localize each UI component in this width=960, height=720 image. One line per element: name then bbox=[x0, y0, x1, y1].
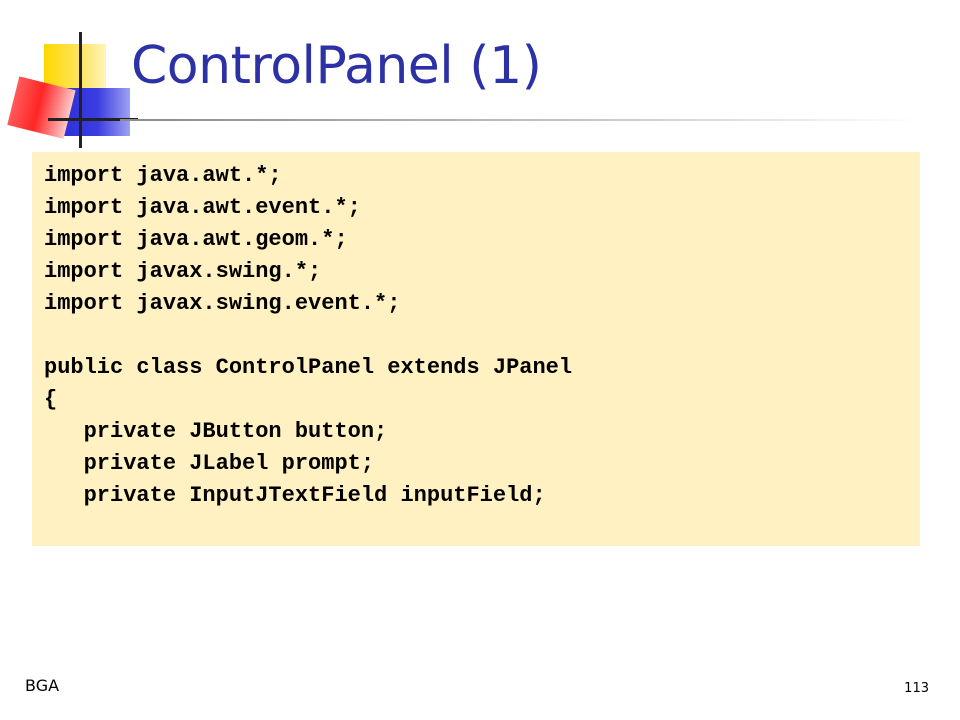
code-block: import java.awt.*; import java.awt.event… bbox=[32, 152, 920, 546]
logo-vertical-line bbox=[79, 32, 82, 148]
code-line: import java.awt.geom.*; bbox=[44, 227, 348, 252]
code-line-blank bbox=[44, 320, 920, 352]
slide-title: ControlPanel (1) bbox=[131, 36, 542, 96]
code-line: public class ControlPanel extends JPanel bbox=[44, 355, 573, 380]
slide-logo-decoration bbox=[0, 0, 140, 150]
footer-author: BGA bbox=[25, 676, 60, 695]
code-line: import java.awt.*; bbox=[44, 163, 282, 188]
code-line: private JLabel prompt; bbox=[44, 451, 375, 476]
code-line: private InputJTextField inputField; bbox=[44, 483, 546, 508]
page-number: 113 bbox=[904, 681, 929, 696]
code-line: import javax.swing.event.*; bbox=[44, 291, 401, 316]
code-line: import java.awt.event.*; bbox=[44, 195, 361, 220]
logo-horizontal-line bbox=[48, 118, 138, 121]
code-line: import javax.swing.*; bbox=[44, 259, 322, 284]
title-underline-rule bbox=[120, 119, 920, 121]
code-line: { bbox=[44, 387, 58, 412]
code-line: private JButton button; bbox=[44, 419, 388, 444]
